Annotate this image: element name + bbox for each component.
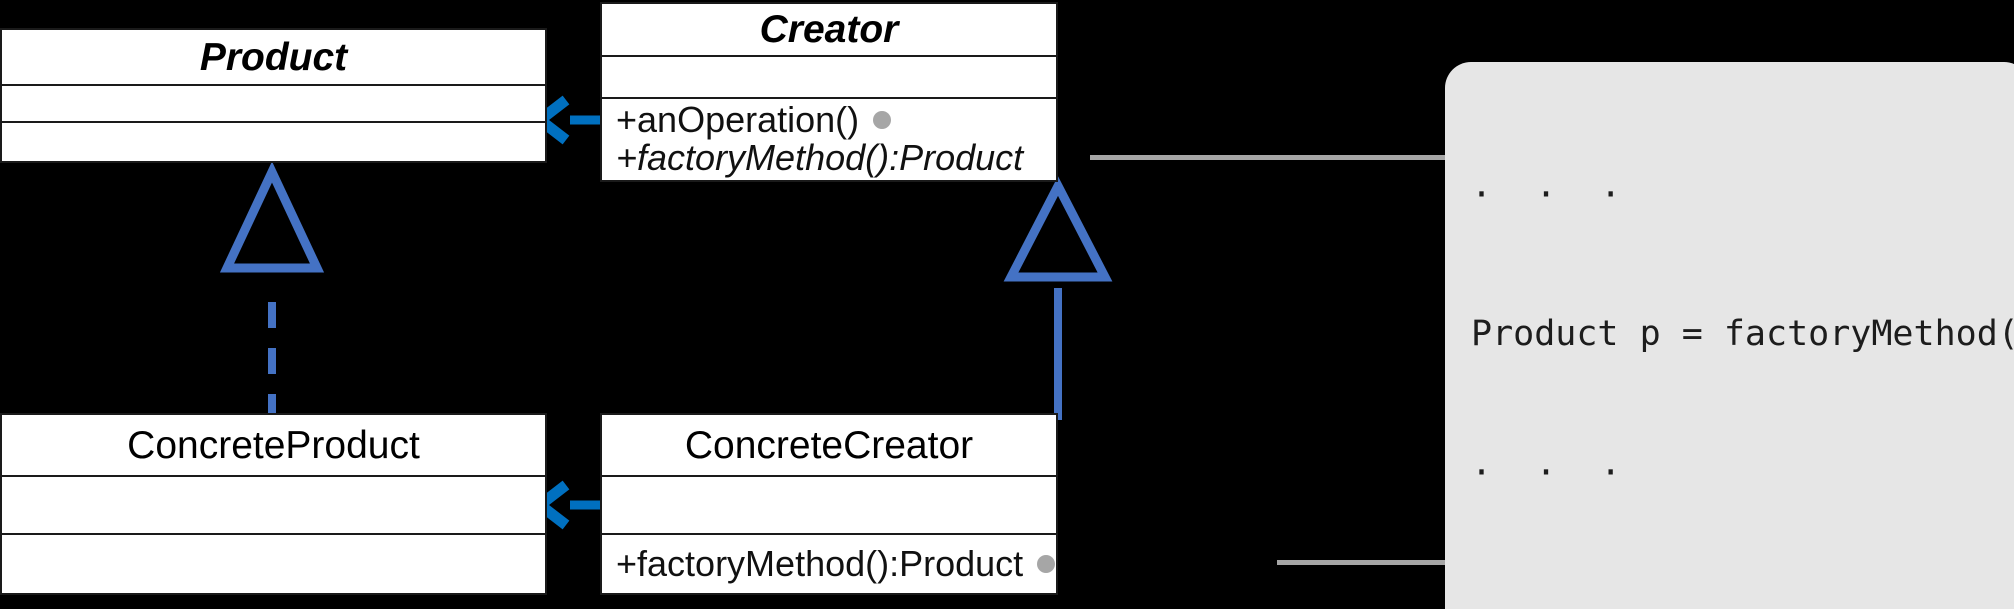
class-title-creator: Creator — [602, 4, 1056, 58]
class-attributes-concretecreator — [602, 477, 1056, 535]
code-note-anoperation-line-1: · · · — [1471, 175, 1633, 216]
code-note-anoperation-line-2: Product p = factoryMethod() — [1471, 313, 2014, 354]
class-attributes-product — [2, 86, 545, 124]
operation-anoperation[interactable]: +anOperation() — [616, 101, 1056, 139]
operation-factorymethod-concrete-label: +factoryMethod():Product — [616, 542, 1024, 584]
class-box-product[interactable]: Product — [0, 28, 547, 163]
operation-factorymethod-abstract-label: +factoryMethod():Product — [616, 137, 1024, 179]
class-box-concretecreator[interactable]: ConcreteCreator +factoryMethod():Product — [600, 413, 1058, 595]
leader-factorymethod-to-note — [1277, 560, 1447, 565]
class-title-concreteproduct: ConcreteProduct — [2, 415, 545, 477]
anchor-dot-icon — [873, 111, 892, 130]
code-note-factorymethod[interactable]: return new ConcreteProduct() — [1445, 512, 2014, 609]
anchor-dot-icon — [1037, 555, 1056, 573]
class-operations-creator: +anOperation() +factoryMethod():Product — [602, 99, 1056, 180]
class-attributes-creator — [602, 57, 1056, 99]
edge-concreteproduct-realizes-product — [219, 161, 325, 420]
edge-concretecreator-depends-concreteproduct — [530, 480, 600, 530]
class-title-concretecreator: ConcreteCreator — [602, 415, 1056, 477]
class-operations-product — [2, 123, 545, 161]
class-box-creator[interactable]: Creator +anOperation() +factoryMethod():… — [600, 2, 1058, 182]
edge-creator-depends-product — [530, 95, 600, 145]
operation-anoperation-label: +anOperation() — [616, 99, 860, 141]
class-operations-concretecreator: +factoryMethod():Product — [602, 535, 1056, 593]
code-note-anoperation-line-3: · · · — [1471, 452, 1633, 493]
edge-concretecreator-extends-creator — [1003, 176, 1113, 420]
class-operations-concreteproduct — [2, 535, 545, 593]
class-title-product: Product — [2, 30, 545, 87]
operation-factorymethod-abstract[interactable]: +factoryMethod():Product — [616, 139, 1056, 177]
class-box-concreteproduct[interactable]: ConcreteProduct — [0, 413, 547, 595]
class-attributes-concreteproduct — [2, 477, 545, 535]
operation-factorymethod-concrete[interactable]: +factoryMethod():Product — [616, 542, 1056, 584]
leader-anoperation-to-note — [1090, 155, 1445, 160]
